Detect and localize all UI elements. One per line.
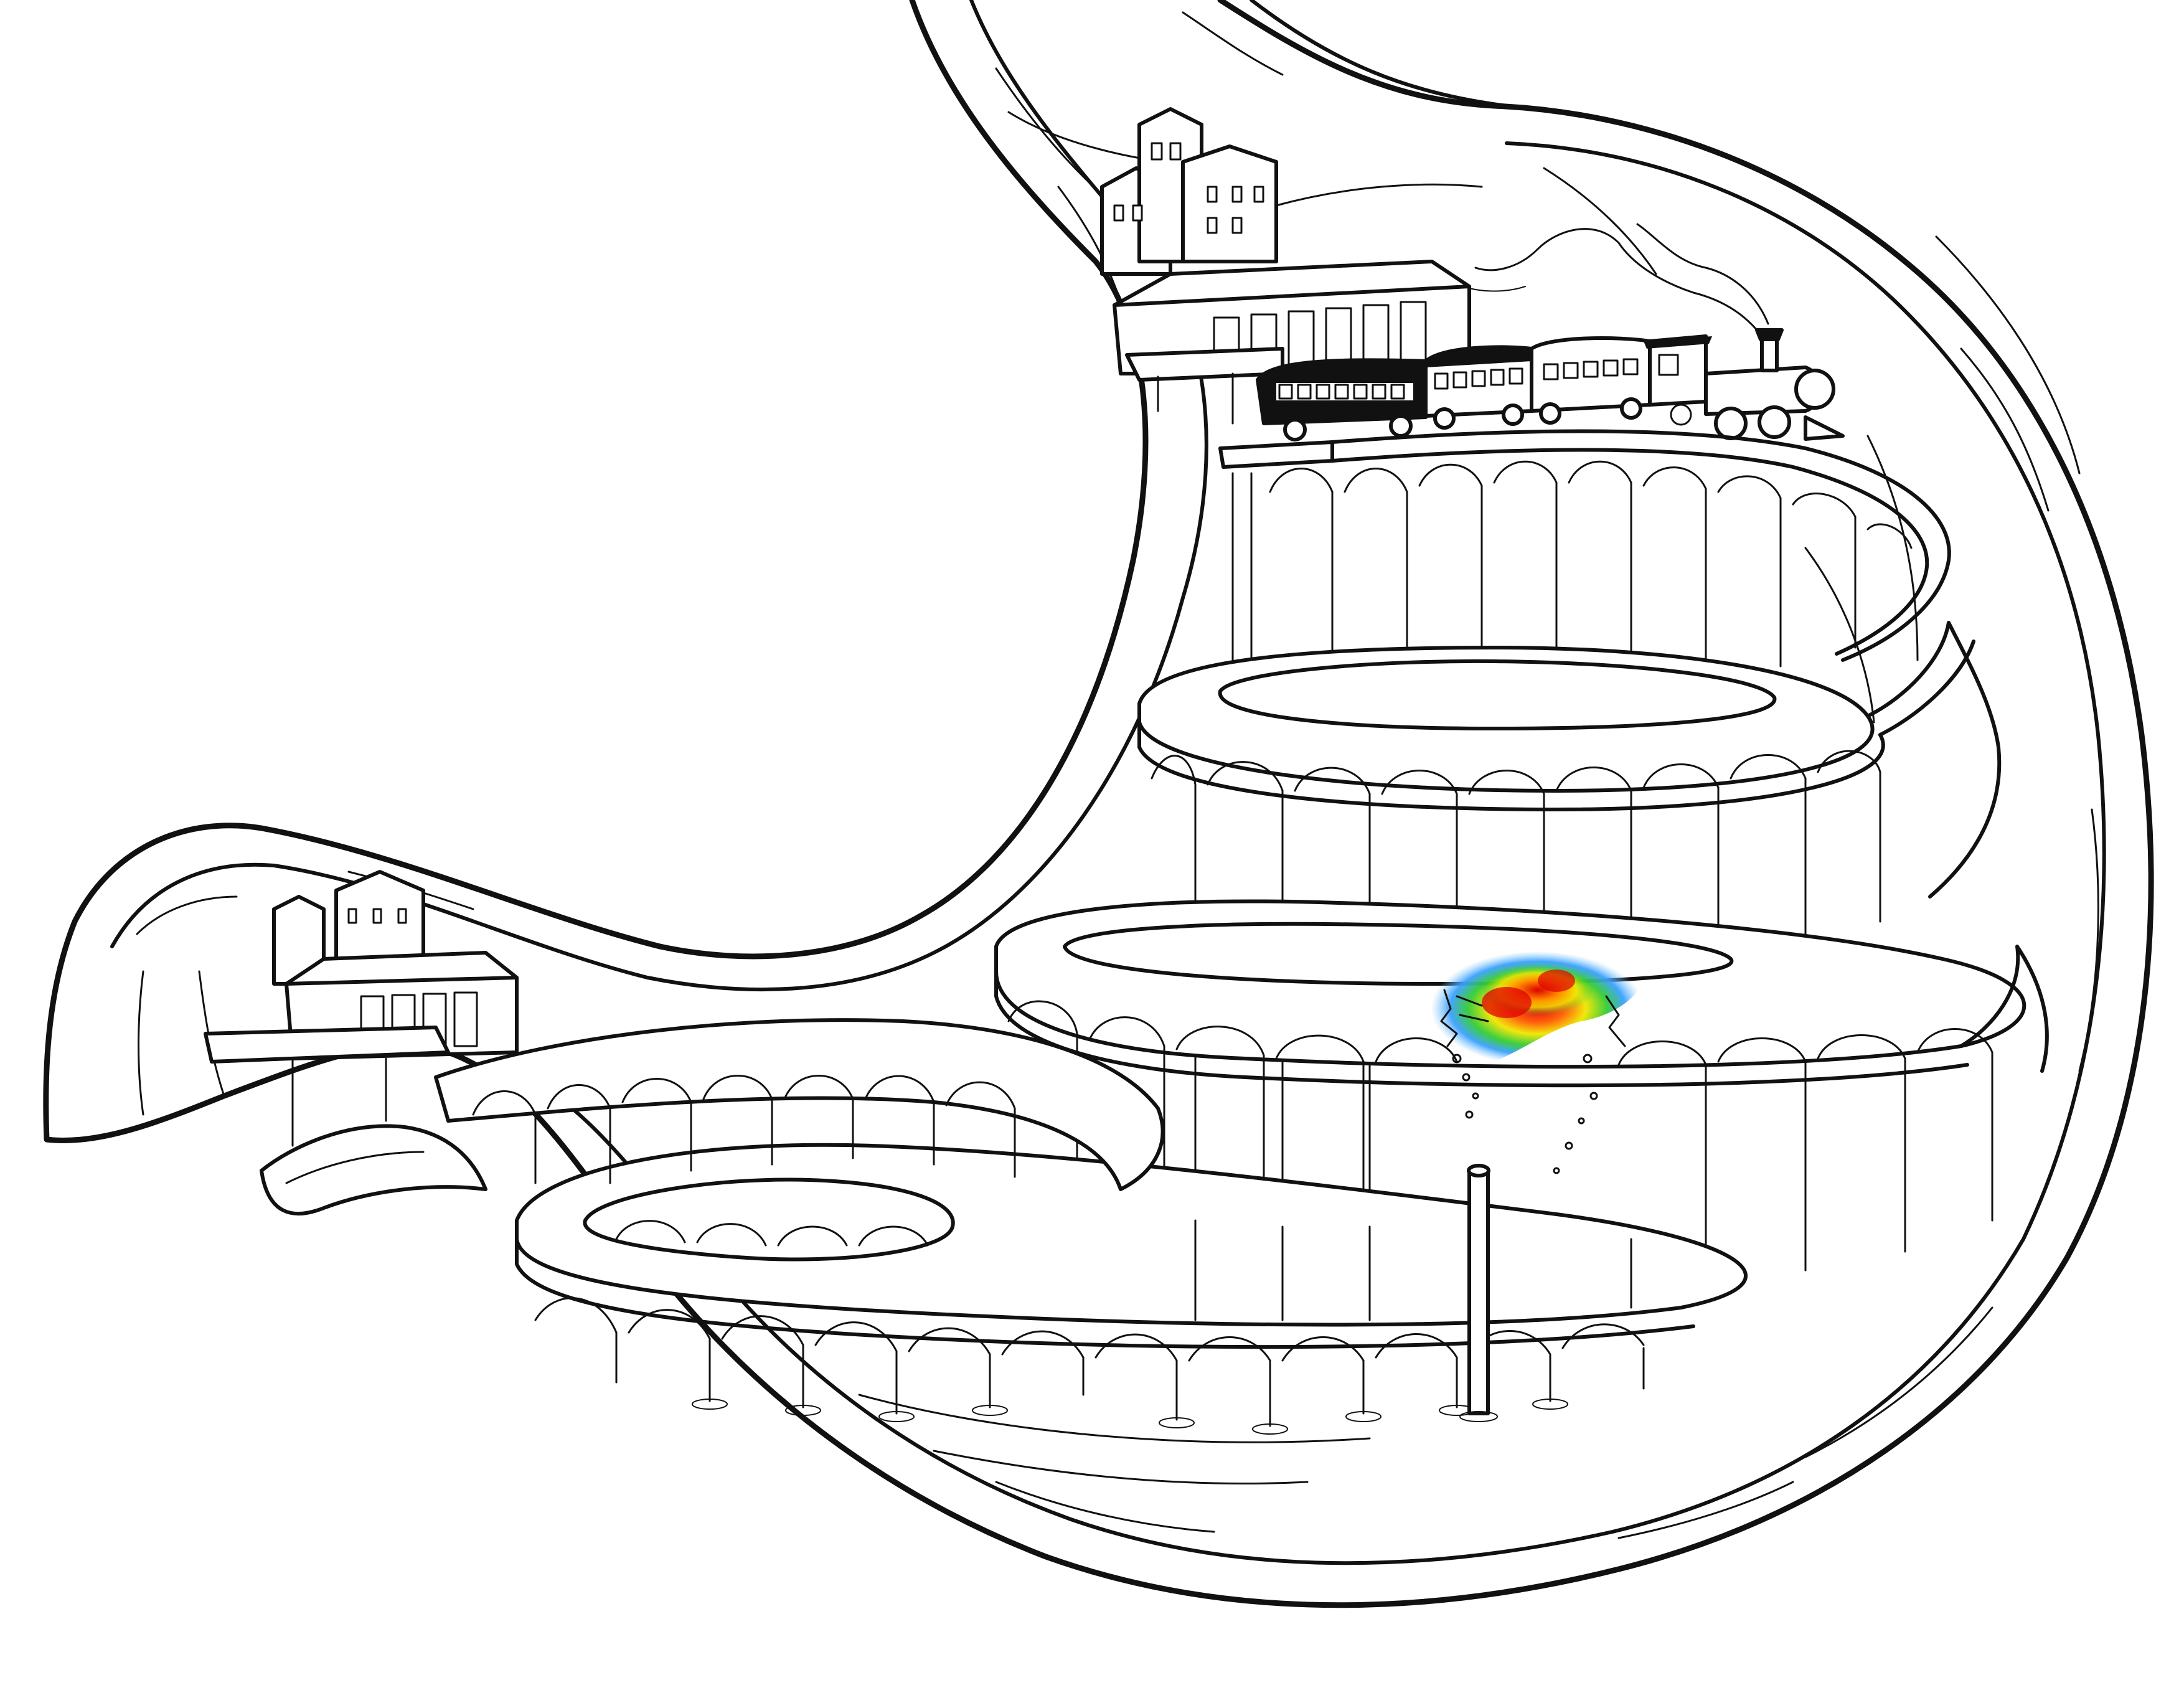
collapsed-bridge-heatmap-icon	[1431, 951, 1645, 1066]
lower-station-building-icon	[204, 870, 519, 1147]
steam-train-icon	[1256, 223, 1845, 441]
falling-debris-icon	[1452, 1054, 1598, 1174]
upper-station-building-icon	[1100, 107, 1471, 425]
broken-pillar-icon	[1459, 1164, 1498, 1422]
stomach-outline-icon	[43, 0, 2154, 1608]
spiral-viaduct-icon	[434, 429, 2049, 1435]
